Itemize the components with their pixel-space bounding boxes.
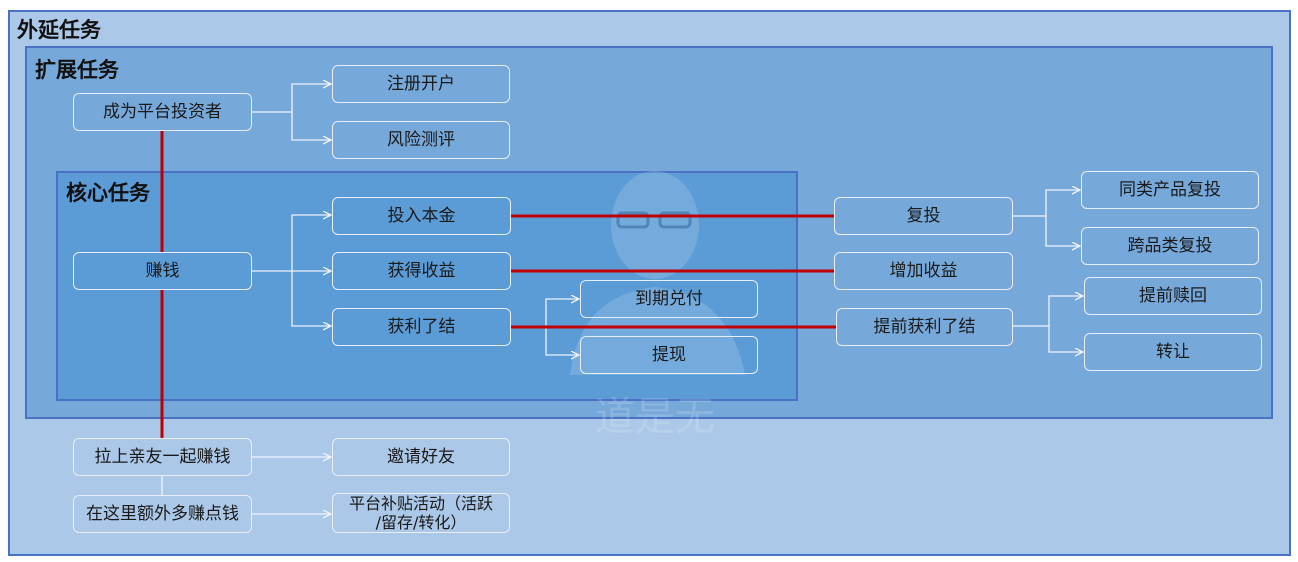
node-become-investor: 成为平台投资者 <box>73 93 252 131</box>
node-subsidy-activity: 平台补贴活动（活跃 /留存/转化） <box>332 493 510 533</box>
node-withdraw: 提现 <box>580 336 758 374</box>
node-settle-profit: 获利了结 <box>332 308 511 346</box>
node-risk-assessment: 风险测评 <box>332 121 510 159</box>
node-cross-product-reinvest: 跨品类复投 <box>1081 227 1259 265</box>
expand-frame-title: 扩展任务 <box>35 58 119 82</box>
node-subsidy-line2: /留存/转化） <box>375 513 467 532</box>
node-early-redeem: 提前赎回 <box>1084 277 1262 315</box>
outer-frame-title: 外延任务 <box>17 18 101 42</box>
node-make-money: 赚钱 <box>73 252 252 290</box>
core-frame-title: 核心任务 <box>66 181 150 205</box>
core-frame <box>56 171 798 401</box>
node-subsidy-line1: 平台补贴活动（活跃 <box>348 494 493 513</box>
node-invite-friends-earn: 拉上亲友一起赚钱 <box>73 438 252 476</box>
node-maturity-payout: 到期兑付 <box>580 280 758 318</box>
node-register: 注册开户 <box>332 65 510 103</box>
node-early-settle: 提前获利了结 <box>836 308 1013 346</box>
node-increase-income: 增加收益 <box>834 252 1013 290</box>
node-invest-principal: 投入本金 <box>332 197 511 235</box>
node-invite-friends: 邀请好友 <box>332 438 510 476</box>
node-earn-extra: 在这里额外多赚点钱 <box>73 495 252 533</box>
node-same-product-reinvest: 同类产品复投 <box>1081 171 1259 209</box>
node-transfer: 转让 <box>1084 333 1262 371</box>
node-reinvest: 复投 <box>834 197 1013 235</box>
person-portrait-icon: 道是无 <box>570 171 745 440</box>
svg-text:道是无: 道是无 <box>595 394 715 440</box>
node-earn-income: 获得收益 <box>332 252 511 290</box>
